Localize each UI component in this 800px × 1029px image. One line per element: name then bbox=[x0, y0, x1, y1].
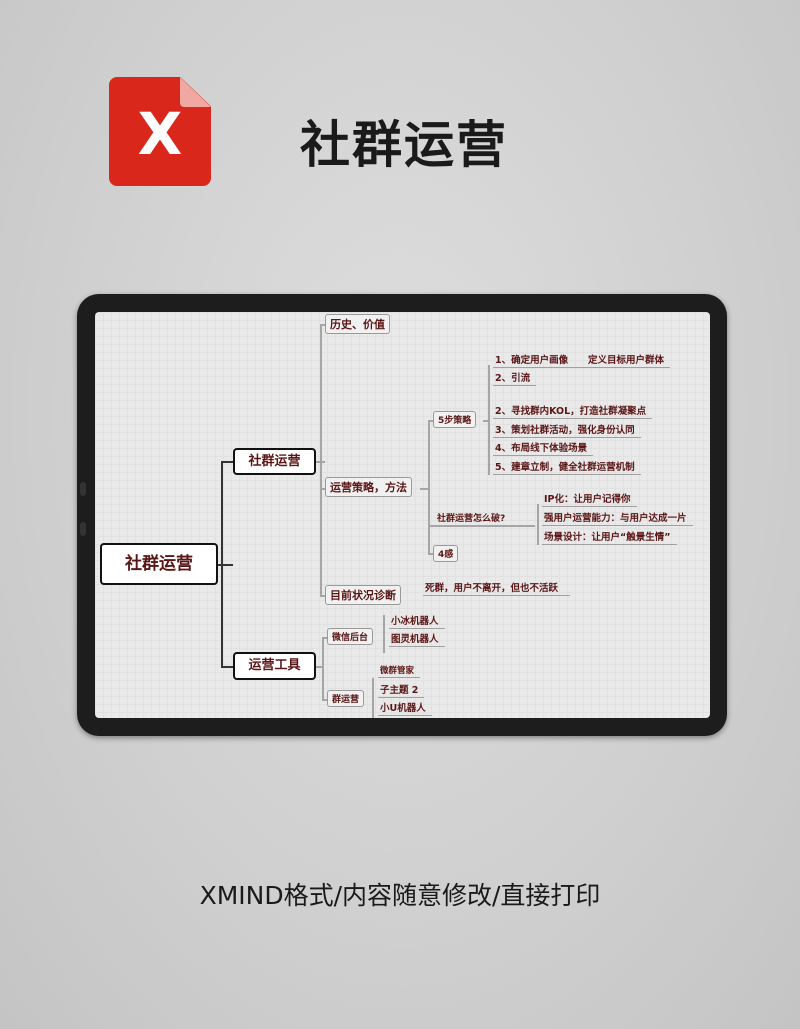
step-item[interactable]: 1、确定用户画像 定义目标用户群体 bbox=[493, 352, 670, 368]
step-item[interactable]: 2、寻找群内KOL，打造社群凝聚点 bbox=[493, 403, 653, 419]
break-item[interactable]: 场景设计：让用户“触景生情” bbox=[542, 529, 677, 545]
group-item[interactable]: 子主题 2 bbox=[378, 682, 425, 698]
tablet-button bbox=[80, 522, 86, 536]
group-item[interactable]: 小U机器人 bbox=[378, 700, 432, 716]
topic-history-value[interactable]: 历史、价值 bbox=[325, 314, 390, 334]
step-item[interactable]: 2、引流 bbox=[493, 370, 537, 386]
topic-group-ops[interactable]: 群运营 bbox=[327, 690, 365, 707]
break-item[interactable]: 强用户运营能力：与用户达成一片 bbox=[542, 510, 693, 526]
branch-ops-tools[interactable]: 运营工具 bbox=[233, 652, 316, 680]
topic-how-to-break[interactable]: 社群运营怎么破? bbox=[437, 514, 506, 524]
footer-caption: XMIND格式/内容随意修改/直接打印 bbox=[199, 881, 601, 910]
topic-4-senses[interactable]: 4感 bbox=[433, 545, 459, 562]
branch-community-ops[interactable]: 社群运营 bbox=[233, 448, 316, 475]
tablet-button bbox=[80, 482, 86, 496]
root-topic[interactable]: 社群运营 bbox=[100, 543, 218, 585]
group-item[interactable]: 微群管家 bbox=[378, 664, 421, 678]
topic-wechat-backend[interactable]: 微信后台 bbox=[327, 628, 374, 645]
diagnosis-item[interactable]: 死群，用户不离开，但也不活跃 bbox=[423, 580, 571, 596]
step-item[interactable]: 5、建章立制，健全社群运营机制 bbox=[493, 459, 641, 475]
break-item[interactable]: IP化：让用户记得你 bbox=[542, 491, 637, 507]
step-item[interactable]: 4、布局线下体验场景 bbox=[493, 440, 594, 456]
step-item[interactable]: 3、策划社群活动，强化身份认同 bbox=[493, 422, 641, 438]
logo-letter: X bbox=[137, 100, 183, 168]
mindmap-canvas: 社群运营 社群运营 运营工具 历史、价值 运营策略，方法 目前状况诊断 微信后台… bbox=[95, 312, 710, 718]
wechat-item[interactable]: 图灵机器人 bbox=[389, 631, 445, 647]
topic-strategy-method[interactable]: 运营策略，方法 bbox=[325, 477, 412, 497]
topic-diagnosis[interactable]: 目前状况诊断 bbox=[325, 585, 401, 605]
topic-5-steps[interactable]: 5步策略 bbox=[433, 411, 477, 428]
wechat-item[interactable]: 小冰机器人 bbox=[389, 613, 445, 629]
page-title: 社群运营 bbox=[300, 116, 508, 174]
